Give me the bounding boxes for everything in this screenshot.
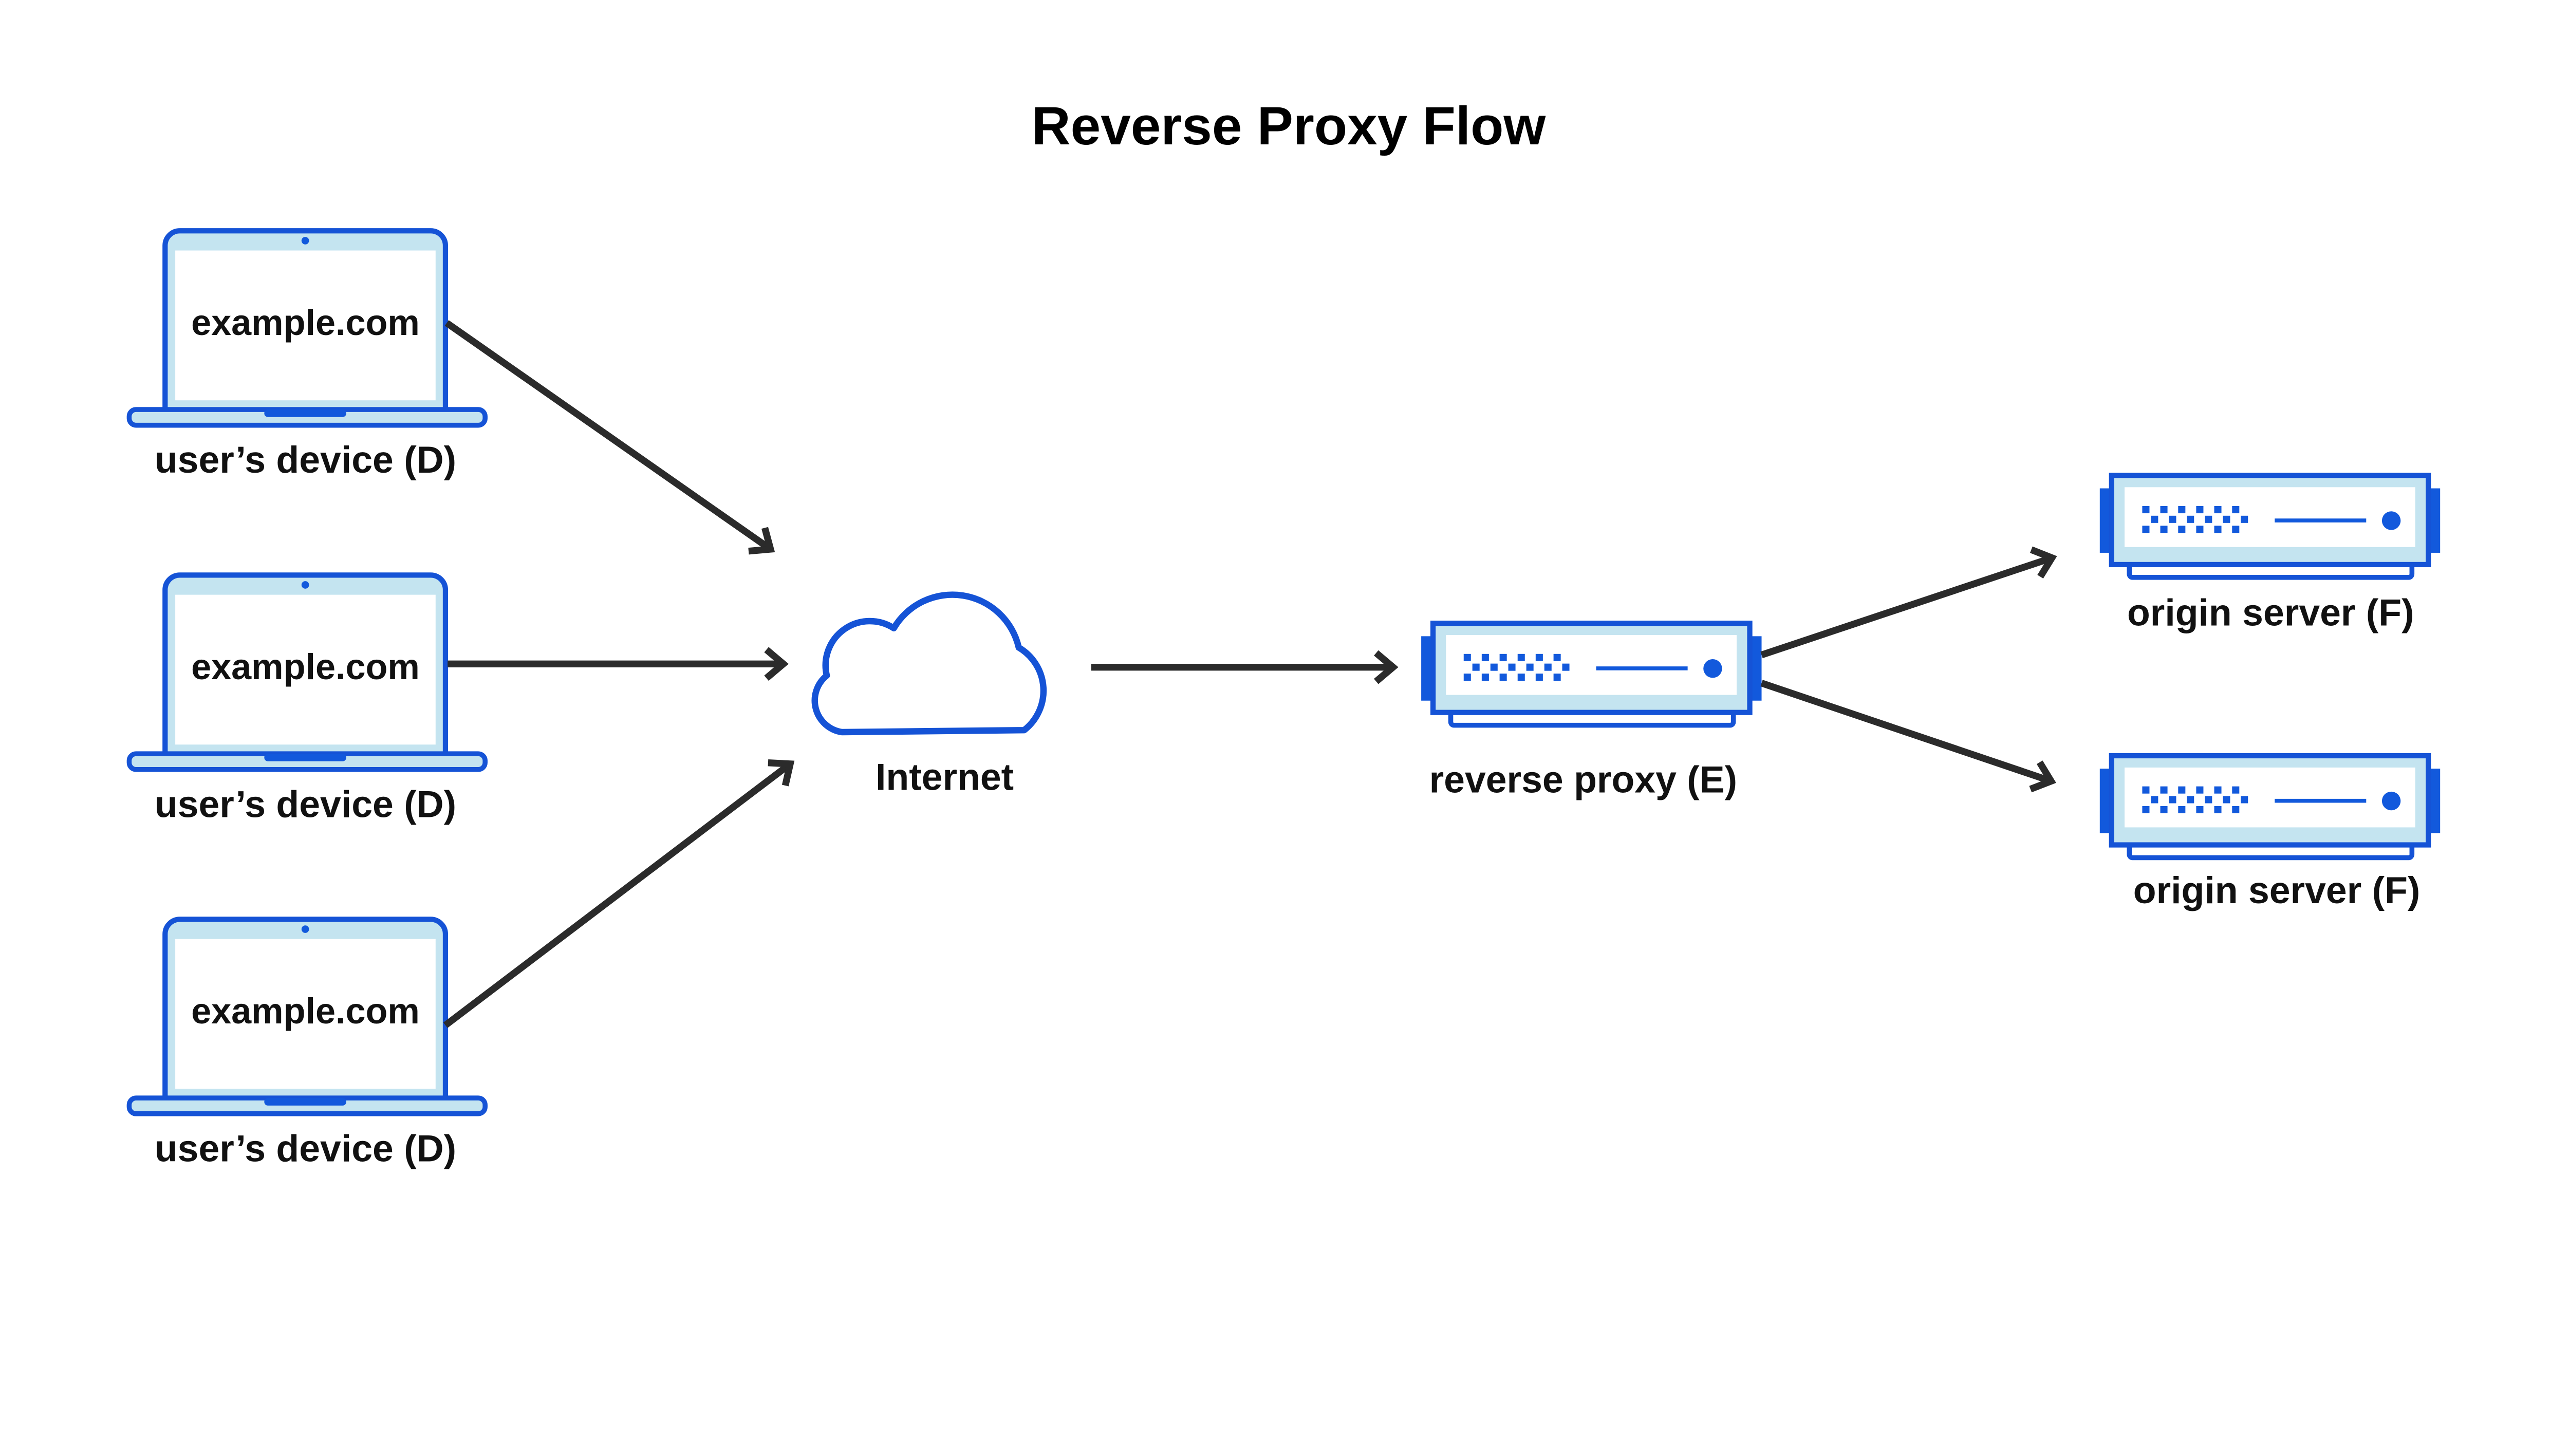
origin-server-2-icon	[2100, 756, 2440, 857]
arrowhead-icon	[764, 647, 789, 681]
origin-server-1-icon	[2100, 475, 2440, 577]
origin-server-1-label: origin server (F)	[2127, 591, 2414, 633]
reverse-proxy-label: reverse proxy (E)	[1429, 758, 1738, 800]
origin-server-2-label: origin server (F)	[2133, 869, 2421, 911]
reverse-proxy-flow-diagram: Reverse Proxy Flow example.com example.c…	[126, 96, 2443, 1170]
arrowhead-icon	[2029, 760, 2056, 793]
arrow-proxy-to-origin1	[1760, 546, 2057, 659]
arrow-device3-to-internet	[443, 759, 795, 1028]
arrow-device2-to-internet	[448, 647, 789, 681]
diagram-title: Reverse Proxy Flow	[1032, 96, 1547, 156]
arrowhead-icon	[748, 527, 775, 555]
arrowhead-icon	[2030, 546, 2057, 579]
arrowhead-icon	[768, 759, 795, 787]
internet-cloud-icon	[811, 591, 1047, 736]
device-2-label: user’s device (D)	[155, 783, 456, 825]
device-2-screen-text: example.com	[191, 646, 420, 687]
device-3-screen-text: example.com	[191, 991, 420, 1031]
reverse-proxy-server-icon	[1421, 623, 1761, 725]
arrow-proxy-to-origin2	[1760, 680, 2056, 793]
internet-label: Internet	[876, 756, 1014, 798]
device-1-screen-text: example.com	[191, 302, 420, 343]
device-1-label: user’s device (D)	[155, 439, 456, 481]
device-3-label: user’s device (D)	[155, 1127, 456, 1169]
arrow-device1-to-internet	[444, 320, 775, 555]
arrowhead-icon	[1374, 650, 1399, 684]
arrow-internet-to-proxy	[1091, 650, 1399, 684]
